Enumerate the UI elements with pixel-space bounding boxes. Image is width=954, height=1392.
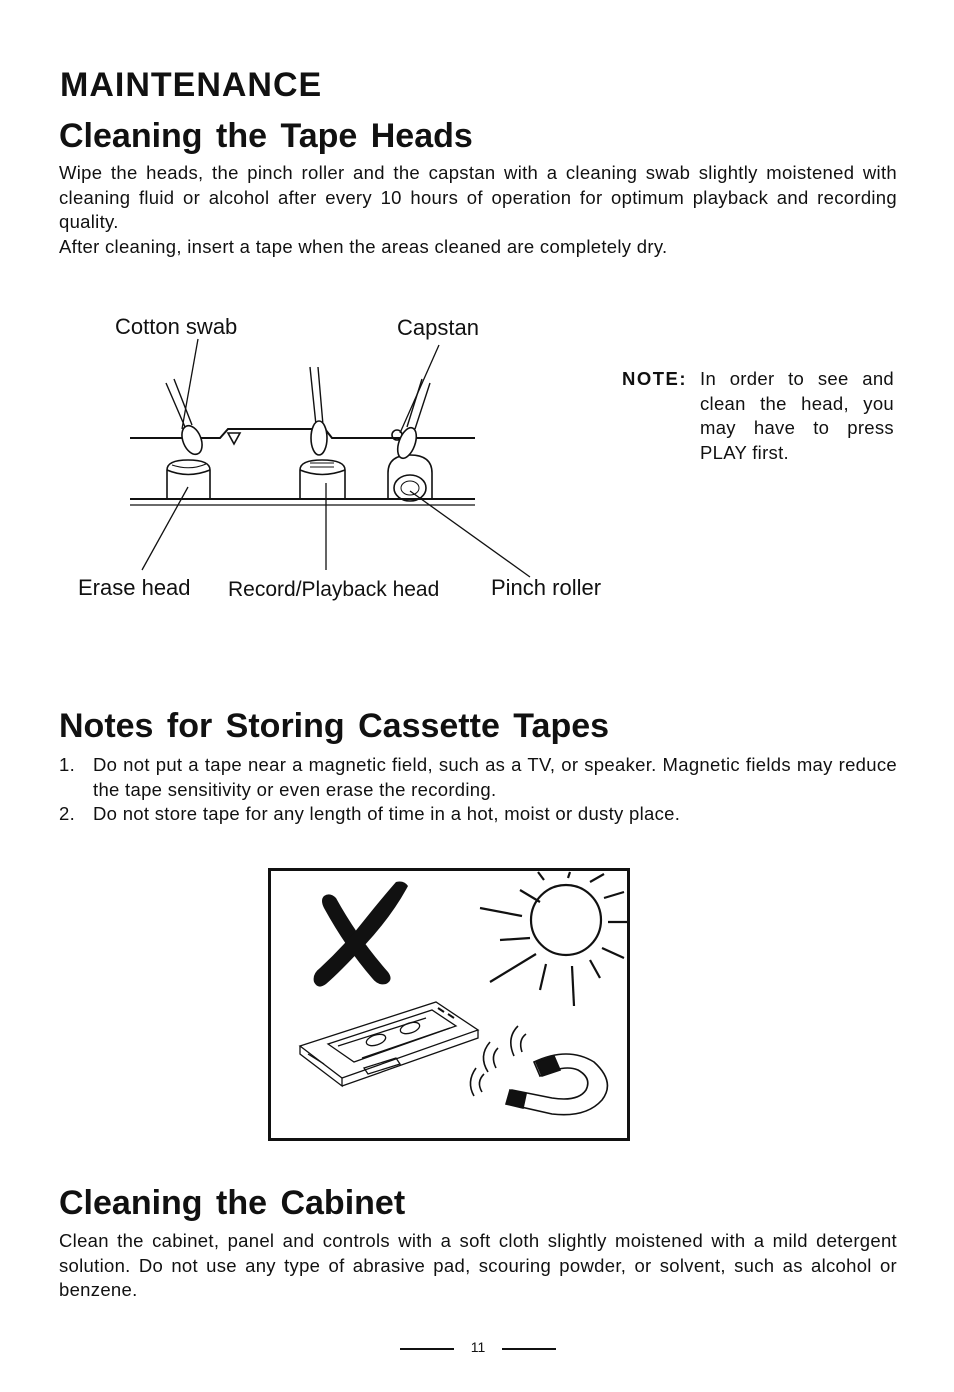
label-capstan: Capstan — [397, 315, 479, 340]
footer-rule-left — [400, 1348, 454, 1350]
tape-heads-instructions: Wipe the heads, the pinch roller and the… — [59, 162, 897, 232]
cabinet-instructions: Clean the cabinet, panel and controls wi… — [59, 1230, 897, 1300]
sun-icon — [479, 871, 628, 1007]
note-label: NOTE: — [622, 368, 688, 389]
label-record-playback-head: Record/Playback head — [228, 578, 439, 601]
storing-list: 1. Do not put a tape near a magnetic fie… — [59, 753, 897, 827]
tape-heads-paragraph: Wipe the heads, the pinch roller and the… — [59, 161, 897, 259]
section-heading-storing: Notes for Storing Cassette Tapes — [59, 707, 610, 745]
list-item-number: 2. — [59, 803, 76, 824]
footer-rule-right — [502, 1348, 556, 1350]
note-box: NOTE: In order to see and clean the head… — [622, 367, 894, 465]
label-cotton-swab: Cotton swab — [115, 314, 237, 339]
label-erase-head: Erase head — [78, 575, 191, 600]
magnet-icon — [469, 1025, 609, 1116]
section-heading-tape-heads: Cleaning the Tape Heads — [59, 117, 473, 155]
note-text: In order to see and clean the head, you … — [700, 368, 894, 463]
cabinet-paragraph: Clean the cabinet, panel and controls wi… — [59, 1229, 897, 1303]
storage-warning-illustration — [268, 868, 630, 1141]
tape-head-cleaning-illustration: Cotton swab Capstan Erase head Record/Pl… — [78, 314, 601, 601]
x-mark-icon — [313, 881, 408, 987]
list-item: 1. Do not put a tape near a magnetic fie… — [59, 753, 897, 802]
list-item-text: Do not store tape for any length of time… — [93, 803, 681, 824]
section-heading-cabinet: Cleaning the Cabinet — [59, 1184, 406, 1222]
label-pinch-roller: Pinch roller — [491, 575, 601, 600]
page-number: 11 — [470, 1339, 486, 1355]
cassette-tape-icon — [298, 1001, 480, 1088]
list-item: 2. Do not store tape for any length of t… — [59, 802, 897, 827]
page-title: MAINTENANCE — [60, 66, 323, 104]
page-footer: 11 — [400, 1336, 556, 1360]
list-item-number: 1. — [59, 754, 76, 775]
tape-heads-dry-note: After cleaning, insert a tape when the a… — [59, 235, 668, 257]
list-item-text: Do not put a tape near a magnetic field,… — [93, 754, 897, 800]
